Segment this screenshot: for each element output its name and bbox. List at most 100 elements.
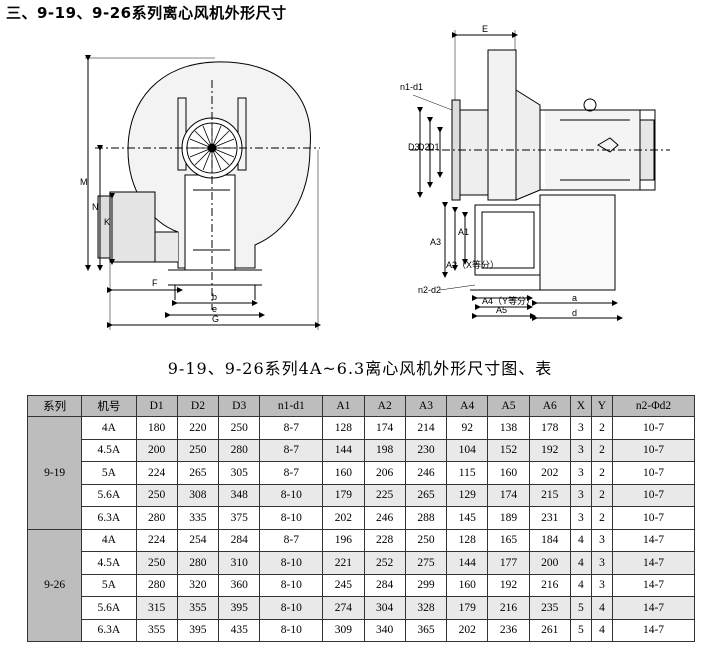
value-cell: 10-7	[611, 438, 696, 462]
value-cell: 138	[487, 416, 530, 440]
value-cell: 128	[446, 528, 489, 552]
value-cell: 174	[363, 416, 406, 440]
value-cell: 284	[218, 528, 261, 552]
col-header: A1	[322, 395, 365, 417]
value-cell: 192	[487, 573, 530, 597]
value-cell: 144	[322, 438, 365, 462]
col-header: 系列	[26, 395, 83, 417]
col-header: D3	[218, 395, 261, 417]
value-cell: 355	[176, 596, 220, 620]
value-cell: 2	[590, 461, 613, 485]
value-cell: 320	[176, 573, 220, 597]
value-cell: 365	[404, 618, 448, 642]
value-cell: 8-10	[259, 618, 324, 642]
value-cell: 328	[404, 596, 448, 620]
series-cell: 9-26	[26, 528, 83, 642]
value-cell: 152	[487, 438, 530, 462]
label-e: e	[212, 304, 217, 314]
label-N: N	[92, 202, 99, 212]
col-header: X	[569, 395, 592, 417]
label-A3: A3	[430, 237, 441, 247]
model-cell: 5.6A	[81, 483, 137, 507]
value-cell: 221	[322, 551, 365, 575]
model-cell: 4.5A	[81, 438, 137, 462]
value-cell: 202	[528, 461, 571, 485]
value-cell: 189	[487, 506, 530, 530]
value-cell: 8-10	[259, 506, 324, 530]
value-cell: 309	[322, 618, 365, 642]
col-header: n1-d1	[259, 395, 324, 417]
value-cell: 10-7	[611, 506, 696, 530]
value-cell: 250	[135, 551, 178, 575]
value-cell: 165	[487, 528, 530, 552]
value-cell: 184	[528, 528, 571, 552]
value-cell: 304	[363, 596, 406, 620]
model-cell: 6.3A	[81, 506, 137, 530]
value-cell: 10-7	[611, 483, 696, 507]
label-a: a	[572, 293, 577, 303]
model-cell: 5.6A	[81, 596, 137, 620]
value-cell: 144	[446, 551, 489, 575]
value-cell: 274	[322, 596, 365, 620]
value-cell: 2	[590, 483, 613, 507]
value-cell: 275	[404, 551, 448, 575]
value-cell: 254	[176, 528, 220, 552]
value-cell: 202	[322, 506, 365, 530]
value-cell: 231	[528, 506, 571, 530]
value-cell: 288	[404, 506, 448, 530]
value-cell: 14-7	[611, 551, 696, 575]
label-E: E	[482, 24, 488, 34]
value-cell: 246	[404, 461, 448, 485]
value-cell: 179	[322, 483, 365, 507]
value-cell: 145	[446, 506, 489, 530]
value-cell: 8-7	[259, 416, 324, 440]
value-cell: 160	[322, 461, 365, 485]
label-D3: D3	[408, 142, 420, 152]
col-header: D2	[176, 395, 220, 417]
value-cell: 265	[176, 461, 220, 485]
value-cell: 2	[590, 438, 613, 462]
value-cell: 92	[446, 416, 489, 440]
col-header: Y	[590, 395, 613, 417]
label-n2-d2: n2-d2	[418, 285, 441, 295]
value-cell: 305	[218, 461, 261, 485]
label-M: M	[80, 177, 88, 187]
value-cell: 14-7	[611, 573, 696, 597]
value-cell: 224	[135, 461, 178, 485]
value-cell: 177	[487, 551, 530, 575]
value-cell: 230	[404, 438, 448, 462]
front-view	[85, 55, 321, 330]
label-G: G	[212, 314, 219, 324]
value-cell: 3	[569, 438, 592, 462]
value-cell: 224	[135, 528, 178, 552]
value-cell: 220	[176, 416, 220, 440]
label-b: b	[212, 292, 217, 302]
col-header: A2	[363, 395, 406, 417]
value-cell: 160	[446, 573, 489, 597]
page-heading: 三、9-19、9-26系列离心风机外形尺寸	[6, 4, 287, 22]
value-cell: 8-10	[259, 573, 324, 597]
col-header: A5	[487, 395, 530, 417]
value-cell: 8-7	[259, 528, 324, 552]
table-header-row: 系列 机号 D1 D2 D3 n1-d1 A1 A2 A3 A4 A5 A6 X…	[26, 395, 696, 417]
value-cell: 435	[218, 618, 261, 642]
value-cell: 178	[528, 416, 571, 440]
value-cell: 246	[363, 506, 406, 530]
value-cell: 250	[176, 438, 220, 462]
value-cell: 174	[487, 483, 530, 507]
value-cell: 216	[487, 596, 530, 620]
value-cell: 8-10	[259, 483, 324, 507]
value-cell: 4	[590, 618, 613, 642]
value-cell: 315	[135, 596, 178, 620]
model-cell: 4.5A	[81, 551, 137, 575]
value-cell: 280	[135, 573, 178, 597]
value-cell: 2	[590, 506, 613, 530]
value-cell: 252	[363, 551, 406, 575]
value-cell: 360	[218, 573, 261, 597]
